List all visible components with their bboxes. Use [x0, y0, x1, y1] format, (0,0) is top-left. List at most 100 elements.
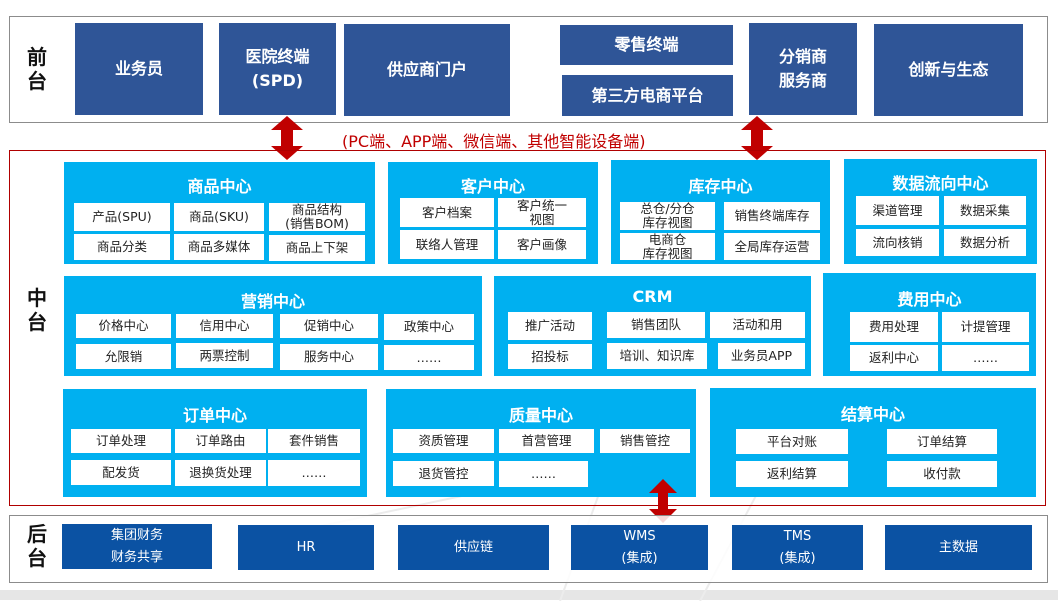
front-box-retail-terminal[interactable]: 零售终端: [560, 25, 733, 65]
front-box-innovation-ecosystem[interactable]: 创新与生态: [874, 24, 1023, 116]
cell-item[interactable]: 促销中心: [280, 314, 378, 338]
center-title: 质量中心: [508, 406, 573, 425]
cell-item[interactable]: 销售管控: [600, 429, 690, 453]
middle-layer-label: 中 台: [25, 286, 49, 334]
cell-item[interactable]: ……: [268, 460, 360, 486]
cell-item[interactable]: 收付款: [887, 461, 997, 487]
cell-label: 销售管控: [619, 433, 670, 448]
center-marketing[interactable]: 营销中心 价格中心 信用中心 促销中心 政策中心 允限销 两票控制 服务中心 ……: [64, 276, 482, 376]
center-inventory[interactable]: 库存中心 总仓/分仓库存视图 销售终端库存 电商仓库存视图 全局库存运营: [611, 160, 830, 264]
cell-label: 库存视图: [642, 215, 693, 230]
back-box-hr[interactable]: HR: [238, 525, 374, 570]
cell-item[interactable]: 价格中心: [76, 314, 171, 338]
cell-item[interactable]: 资质管理: [393, 429, 494, 453]
front-box-salesman[interactable]: 业务员: [75, 23, 203, 115]
label-char: 台: [27, 310, 47, 334]
center-product[interactable]: 商品中心 产品(SPU) 商品(SKU) 商品结构(销售BOM) 商品分类 商品…: [64, 162, 375, 264]
cell-item[interactable]: 数据分析: [944, 229, 1026, 256]
cell-item[interactable]: 服务中心: [280, 344, 378, 370]
cell-item[interactable]: 订单路由: [175, 429, 266, 453]
cell-item[interactable]: 流向核销: [856, 229, 939, 256]
cell-item[interactable]: ……: [384, 345, 474, 370]
cell-label: 客户画像: [516, 236, 567, 252]
cell-label: 数据采集: [959, 202, 1010, 218]
cell-item[interactable]: 计提管理: [942, 312, 1029, 342]
cell-label: 流向核销: [872, 234, 923, 250]
cell-label: 订单处理: [95, 433, 146, 448]
cell-item[interactable]: 销售终端库存: [724, 202, 820, 230]
cell-label: 计提管理: [960, 319, 1011, 334]
cell-item[interactable]: 培训、知识库: [607, 343, 707, 369]
back-box-wms[interactable]: WMS (集成): [571, 525, 708, 570]
cell-item[interactable]: 总仓/分仓库存视图: [620, 202, 715, 230]
cell-item[interactable]: 电商仓库存视图: [620, 232, 715, 260]
cell-label: 配发货: [102, 464, 140, 480]
cell-item[interactable]: 信用中心: [176, 314, 273, 338]
cell-item[interactable]: 活动和用: [710, 312, 805, 338]
cell-label: 套件销售: [288, 433, 339, 448]
cell-item[interactable]: 费用处理: [850, 312, 938, 342]
back-box-tms[interactable]: TMS (集成): [732, 525, 863, 570]
cell-item[interactable]: 联络人管理: [400, 230, 494, 259]
cell-label: 返利中心: [868, 350, 919, 365]
front-box-supplier-portal[interactable]: 供应商门户: [344, 24, 510, 116]
center-title: 商品中心: [187, 177, 252, 196]
cell-item[interactable]: 返利结算: [736, 461, 848, 487]
cell-item[interactable]: ……: [499, 461, 588, 487]
cell-item[interactable]: 订单处理: [71, 429, 171, 453]
cell-item[interactable]: 首营管理: [499, 429, 594, 453]
cell-item[interactable]: 退换货处理: [175, 460, 266, 486]
cell-label: 首营管理: [521, 433, 572, 448]
cell-item[interactable]: 两票控制: [176, 343, 273, 368]
cell-item[interactable]: 销售团队: [607, 312, 705, 338]
cell-item[interactable]: 商品上下架: [269, 235, 365, 261]
cell-item[interactable]: 招投标: [508, 344, 592, 369]
center-quality[interactable]: 质量中心 资质管理 首营管理 销售管控 退货管控 ……: [386, 389, 696, 497]
cell-item[interactable]: 允限销: [76, 344, 171, 369]
cell-label: 产品(SPU): [92, 209, 152, 224]
cell-item[interactable]: 客户画像: [498, 230, 586, 259]
cell-item[interactable]: 商品(SKU): [174, 203, 264, 231]
cell-item[interactable]: 客户统一视图: [498, 198, 586, 227]
cell-item[interactable]: 全局库存运营: [724, 233, 820, 260]
cell-item[interactable]: 商品多媒体: [174, 234, 264, 260]
center-settlement[interactable]: 结算中心 平台对账 订单结算 返利结算 收付款: [710, 388, 1036, 497]
cell-item[interactable]: 平台对账: [736, 429, 848, 454]
cell-item[interactable]: 推广活动: [508, 312, 592, 340]
box-label: 财务共享: [110, 549, 163, 565]
back-box-master-data[interactable]: 主数据: [885, 525, 1032, 570]
cell-item[interactable]: 业务员APP: [718, 343, 805, 369]
center-expense[interactable]: 费用中心 费用处理 计提管理 返利中心 ……: [823, 273, 1036, 376]
box-label: 供应链: [453, 539, 493, 555]
cell-label: 商品(SKU): [189, 209, 249, 224]
cell-label: 订单结算: [916, 433, 967, 449]
front-box-third-party-ecommerce[interactable]: 第三方电商平台: [562, 75, 733, 116]
cell-item[interactable]: 商品结构(销售BOM): [269, 203, 365, 231]
cell-item[interactable]: 配发货: [71, 460, 171, 485]
center-data-flow[interactable]: 数据流向中心 渠道管理 数据采集 流向核销 数据分析: [844, 159, 1037, 264]
front-box-hospital-terminal[interactable]: 医院终端 (SPD): [219, 23, 336, 115]
cell-label: ……: [531, 466, 556, 481]
cell-item[interactable]: 套件销售: [268, 429, 360, 453]
center-order[interactable]: 订单中心 订单处理 订单路由 套件销售 配发货 退换货处理 ……: [63, 389, 367, 497]
cell-item[interactable]: ……: [942, 345, 1029, 371]
cell-label: 费用处理: [868, 319, 919, 334]
cell-item[interactable]: 政策中心: [384, 314, 474, 340]
cell-item[interactable]: 返利中心: [850, 345, 938, 371]
cell-item[interactable]: 客户档案: [400, 198, 494, 227]
back-box-supply-chain[interactable]: 供应链: [398, 525, 549, 570]
center-crm[interactable]: CRM 推广活动 销售团队 活动和用 招投标 培训、知识库 业务员APP: [494, 276, 811, 376]
cell-item[interactable]: 退货管控: [393, 461, 494, 486]
cell-item[interactable]: 数据采集: [944, 196, 1026, 225]
cell-item[interactable]: 商品分类: [74, 234, 170, 260]
cell-item[interactable]: 渠道管理: [856, 196, 939, 225]
center-customer[interactable]: 客户中心 客户档案 客户统一视图 联络人管理 客户画像: [388, 162, 598, 264]
cell-label: 商品结构: [291, 202, 342, 217]
cell-label: 活动和用: [732, 317, 783, 332]
cell-item[interactable]: 产品(SPU): [74, 203, 170, 231]
back-box-group-finance[interactable]: 集团财务 财务共享: [62, 524, 212, 569]
cell-item[interactable]: 订单结算: [887, 429, 997, 454]
box-label: HR: [296, 539, 316, 555]
front-box-distributor[interactable]: 分销商 服务商: [749, 23, 857, 115]
box-label: 分销商: [778, 47, 827, 66]
